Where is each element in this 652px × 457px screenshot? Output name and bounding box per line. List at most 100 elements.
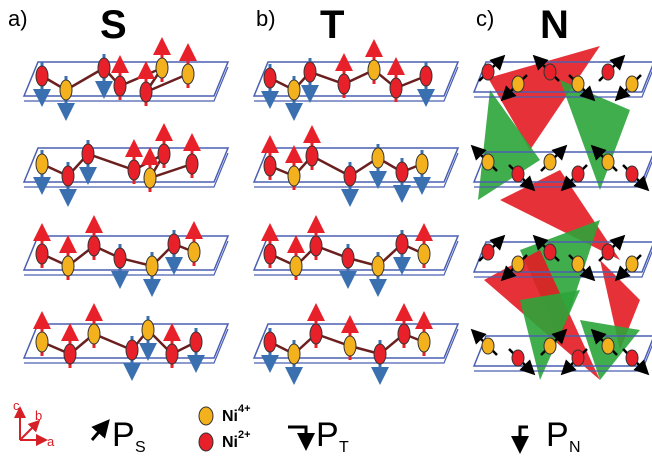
polarization-t-arrow	[288, 425, 315, 451]
layer-slab	[252, 215, 460, 297]
panel-b-header: b) T	[256, 3, 344, 47]
ni2-ion	[389, 77, 403, 99]
polarization-t: P T	[288, 416, 349, 456]
ni4-ion	[289, 255, 303, 277]
ni2-ion	[625, 349, 639, 367]
polarization-n-symbol: P	[546, 416, 569, 454]
ni2-ion	[263, 67, 277, 89]
ni4-ion	[417, 331, 431, 353]
legend-ni4-base: Ni	[222, 408, 238, 425]
layer-slab	[472, 234, 652, 282]
layer-frame-edge	[254, 152, 459, 188]
layer-slab	[252, 303, 460, 385]
ni4-ion	[287, 343, 301, 365]
polarization-n-arrow	[511, 425, 529, 454]
layer-slab	[22, 37, 230, 121]
ni2-ion	[481, 63, 495, 81]
ni4-ion	[511, 255, 525, 273]
ni2-ion	[61, 165, 75, 187]
layer-frame-edge	[254, 328, 459, 364]
panel-c-tag: c)	[476, 6, 494, 31]
panel-a-tag: a)	[8, 6, 28, 31]
ni4-ion	[417, 243, 431, 265]
ni2-ion	[113, 247, 127, 269]
ni2-ion	[571, 165, 585, 183]
crystal-axes: c b a	[13, 398, 55, 449]
ni2-ion	[343, 165, 357, 187]
ni4-ion	[543, 153, 557, 171]
layer-frame-edge	[24, 328, 229, 364]
ni2-ion	[373, 343, 387, 365]
ni4-ion	[511, 75, 525, 93]
red-plane	[488, 46, 600, 150]
polarization-s-symbol: P	[112, 416, 135, 454]
ni2-ion	[167, 233, 181, 255]
ni4-ion	[543, 337, 557, 355]
ni4-ion	[141, 319, 155, 341]
ni4-ion	[59, 79, 73, 101]
ni4-ion	[187, 241, 201, 263]
ni4-ion	[601, 337, 615, 355]
polarization-t-symbol: P	[316, 416, 339, 454]
ni2-ion	[397, 323, 411, 345]
layer-slab	[22, 123, 230, 207]
ni2-ion	[139, 81, 153, 103]
ni2-ion	[185, 153, 199, 175]
panel-b-structure	[252, 39, 460, 385]
ni2-ion	[481, 243, 495, 261]
ni4-ion	[181, 63, 195, 85]
layer-slab	[470, 328, 652, 376]
ni2-ion	[511, 349, 525, 367]
ni2-ion	[395, 161, 409, 183]
ni2-ion	[157, 143, 171, 165]
layer-slab	[252, 39, 460, 121]
panel-c-header: c) N	[476, 3, 569, 47]
ni2-ion	[35, 65, 49, 87]
layer-frame-edge	[254, 240, 459, 276]
ni4-ion	[61, 255, 75, 277]
layer-frame	[252, 61, 460, 97]
red-plane	[600, 260, 640, 350]
legend-ni4-marker	[198, 406, 214, 426]
ni2-ion	[97, 57, 111, 79]
ni2-ion	[305, 145, 319, 167]
ni4-ion	[415, 153, 429, 175]
ni2-ion	[127, 159, 141, 181]
green-plane	[560, 80, 630, 190]
ni2-ion	[543, 63, 557, 81]
panel-a-header: a) S	[8, 3, 127, 47]
ni2-ion	[309, 323, 323, 345]
panel-c-structure	[470, 46, 652, 380]
ni2-ion	[189, 331, 203, 353]
polarization-s-subscript: S	[135, 439, 146, 456]
polarization-n-subscript: N	[569, 439, 581, 456]
ni2-ion	[511, 165, 525, 183]
ni2-ion	[165, 343, 179, 365]
ni2-ion	[341, 247, 355, 269]
layer-slab	[252, 125, 460, 207]
ni4-ion	[287, 79, 301, 101]
ni2-ion	[419, 65, 433, 87]
polarization-t-subscript: T	[339, 439, 349, 456]
layer-slab	[22, 215, 230, 297]
layer-slab	[22, 303, 230, 381]
ni4-ion	[371, 147, 385, 169]
panel-a-structure	[22, 37, 230, 381]
layer-frame-edge	[24, 66, 229, 102]
ni4-ion	[155, 57, 169, 79]
ni4-ion	[371, 255, 385, 277]
legend: Ni 4+ Ni 2+	[198, 403, 251, 452]
legend-ni4-charge: 4+	[238, 403, 251, 415]
layer-frame-edge	[24, 152, 229, 188]
layer-frame-edge	[24, 240, 229, 276]
ni4-ion	[35, 153, 49, 175]
ni2-ion	[601, 243, 615, 261]
ni4-ion	[601, 153, 615, 171]
ni4-ion	[625, 255, 639, 273]
ni2-ion	[571, 349, 585, 367]
layer-frame	[22, 61, 230, 97]
ni4-ion	[287, 165, 301, 187]
ni2-ion	[35, 243, 49, 265]
ni2-ion	[63, 343, 77, 365]
